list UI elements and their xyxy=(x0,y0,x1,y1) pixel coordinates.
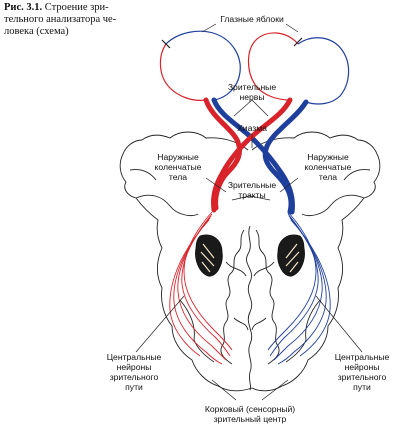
label-central-right-3: зрительного xyxy=(338,372,387,382)
optic-radiation-right xyxy=(267,211,331,365)
label-cortex-1: Корковый (сенсорный) xyxy=(205,404,295,414)
label-lgn-right-1: Наружные xyxy=(307,152,349,162)
lgn-left xyxy=(195,234,223,277)
optic-pathways xyxy=(203,97,309,215)
caption-line-1: Строение зри- xyxy=(44,2,109,13)
label-lgn-left-3: тела xyxy=(169,172,187,182)
label-central-left-1: Центральные xyxy=(107,352,162,362)
optic-radiation-left xyxy=(169,211,233,365)
label-central-right-2: нейроны xyxy=(345,362,380,372)
label-cortex-2: зрительный центр xyxy=(214,414,287,424)
label-optic-nerves-2: нервы xyxy=(239,92,264,102)
label-lgn-right-2: коленчатые xyxy=(305,162,352,172)
label-central-left-4: пути xyxy=(125,382,143,392)
label-lgn-left-2: коленчатые xyxy=(155,162,202,172)
label-central-right-1: Центральные xyxy=(335,352,390,362)
label-optic-nerves-1: Зрительные xyxy=(228,82,277,92)
label-optic-tracts-1: Зрительные xyxy=(228,180,277,190)
caption-line-2: тельного анализатора че- xyxy=(4,14,117,25)
right-hemisphere-contour xyxy=(251,131,381,392)
left-eyeball xyxy=(159,30,241,101)
label-central-right-4: пути xyxy=(353,382,371,392)
label-eyeballs: Глазные яблоки xyxy=(220,14,284,24)
label-central-left-2: нейроны xyxy=(117,362,152,372)
brain-outline xyxy=(119,131,381,392)
leader-lines xyxy=(135,23,363,401)
caption-line-3: ловека (схема) xyxy=(4,26,69,37)
label-optic-tracts-2: тракты xyxy=(238,190,265,200)
figure-caption: Рис. 3.1. Строение зри- тельного анализа… xyxy=(4,2,134,38)
left-hemisphere-contour xyxy=(119,131,253,392)
label-central-left-3: зрительного xyxy=(110,372,159,382)
figure-number: Рис. 3.1. xyxy=(4,2,43,13)
label-chiasm: Хиазма xyxy=(237,123,267,133)
medial-fissure xyxy=(246,225,253,391)
label-lgn-right-3: тела xyxy=(319,172,337,182)
right-eyeball xyxy=(247,32,350,105)
label-lgn-left-1: Наружные xyxy=(157,152,199,162)
lgn-right xyxy=(277,234,305,277)
